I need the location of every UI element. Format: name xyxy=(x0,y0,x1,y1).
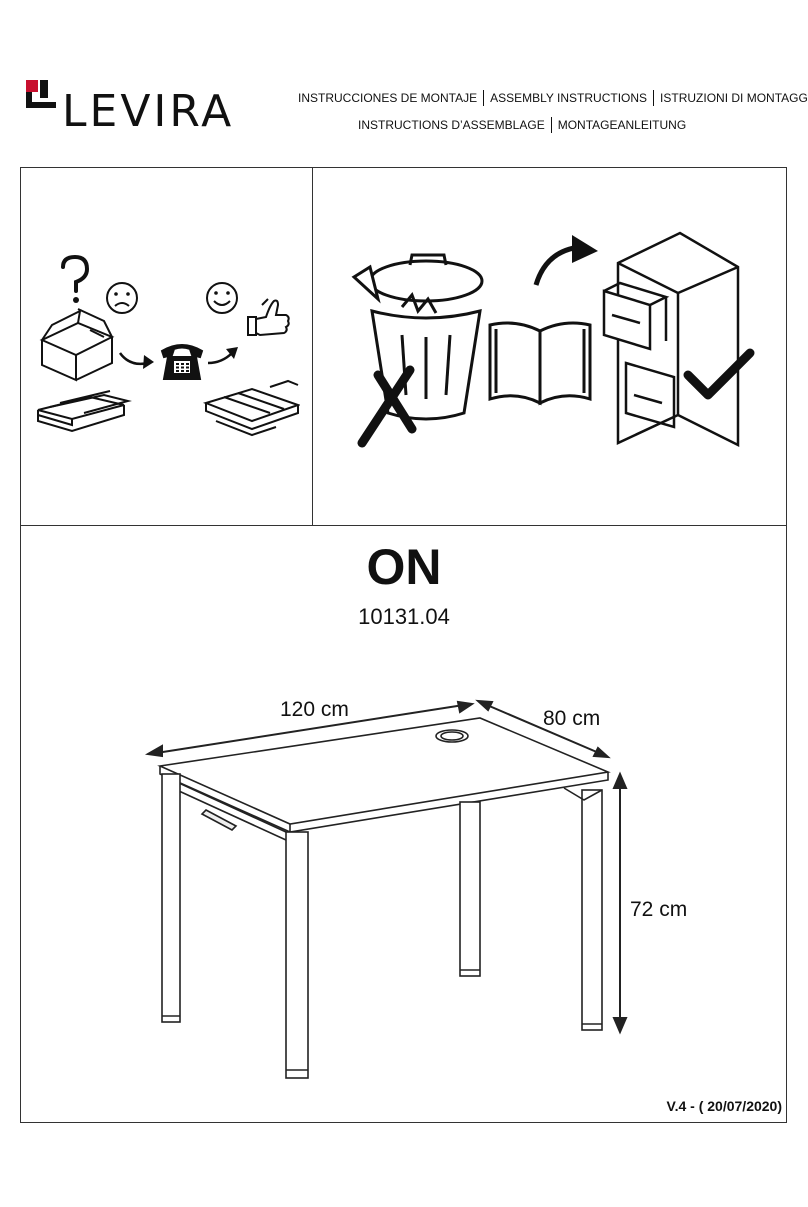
height-label: 72 cm xyxy=(630,898,688,921)
depth-label: 80 cm xyxy=(543,707,601,730)
header: LEVIRA INSTRUCCIONES DE MONTAJE ASSEMBLY … xyxy=(0,0,808,165)
header-it: ISTRUZIONI DI MONTAGGIO xyxy=(660,91,808,105)
pictogram-check-parts xyxy=(30,245,302,455)
arrow-up-right-icon xyxy=(207,347,238,365)
table-top xyxy=(157,717,611,833)
flat-pack-parts-icon xyxy=(37,390,132,433)
document-version: V.4 - ( 20/07/2020) xyxy=(666,1098,782,1114)
header-en: ASSEMBLY INSTRUCTIONS xyxy=(490,91,648,105)
header-de: MONTAGEANLEITUNG xyxy=(557,118,687,132)
height-dimension-arrow xyxy=(612,771,628,1035)
table-leg xyxy=(459,801,481,977)
cable-grommet xyxy=(435,729,469,743)
desk-drawing xyxy=(140,690,700,1090)
header-languages-line-2: INSTRUCTIONS D’ASSEMBLAGE MONTAGEANLEITUN… xyxy=(358,117,686,133)
table-leg xyxy=(563,787,603,1031)
width-dimension-arrow xyxy=(144,700,475,758)
logo-mark-icon xyxy=(26,80,56,108)
smiley-face-icon xyxy=(206,282,238,314)
table-leg xyxy=(285,831,309,1079)
pictogram-keep-instructions xyxy=(340,225,760,465)
question-mark-icon xyxy=(61,254,90,303)
curved-arrow-icon xyxy=(533,235,598,286)
check-mark-icon xyxy=(683,348,755,400)
flat-pack-parts-icon xyxy=(202,379,302,437)
thumbs-up-icon xyxy=(247,298,290,337)
depth-dimension-arrow xyxy=(475,699,611,759)
trash-can-icon xyxy=(351,253,484,421)
cross-mark-icon xyxy=(357,365,417,448)
header-fr: INSTRUCTIONS D’ASSEMBLAGE xyxy=(358,118,545,132)
filing-cabinet-icon xyxy=(602,231,740,448)
product-code: 10131.04 xyxy=(358,604,450,629)
telephone-icon xyxy=(160,344,204,380)
separator xyxy=(483,90,485,106)
brand-name: LEVIRA xyxy=(62,86,235,137)
width-label: 120 cm xyxy=(280,698,349,721)
separator xyxy=(550,117,552,133)
document-frame xyxy=(20,167,787,1123)
brand-logo: LEVIRA xyxy=(26,78,256,138)
header-languages-line-1: INSTRUCCIONES DE MONTAJE ASSEMBLY INSTRUC… xyxy=(298,90,808,106)
header-es: INSTRUCCIONES DE MONTAJE xyxy=(298,91,478,105)
panel-divider-vertical xyxy=(312,167,313,525)
separator xyxy=(653,90,655,106)
panel-divider-horizontal xyxy=(20,525,787,526)
sad-face-icon xyxy=(106,282,138,314)
open-box-icon xyxy=(39,308,115,382)
open-book-icon xyxy=(488,321,592,406)
table-leg xyxy=(161,773,181,1023)
product-name: ON xyxy=(366,539,442,595)
arrow-right-icon xyxy=(118,352,154,369)
